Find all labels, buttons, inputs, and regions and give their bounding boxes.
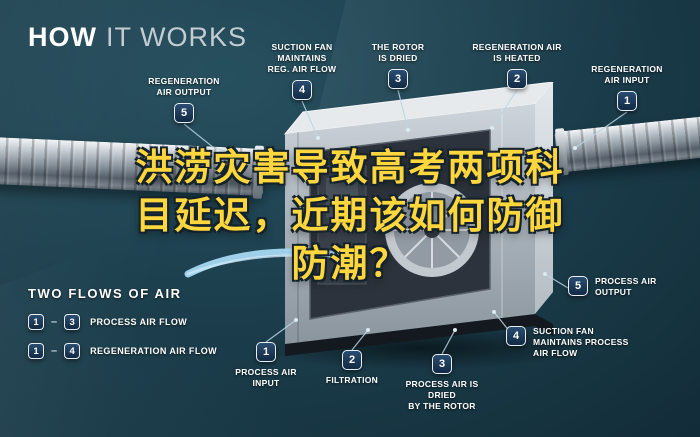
callout-label: THE ROTOR IS DRIED	[371, 42, 425, 64]
title-light: IT WORKS	[105, 22, 247, 52]
step-badge: 5	[174, 103, 194, 124]
step-badge: 3	[388, 69, 408, 90]
callout-suction-fan-reg: SUCTION FAN MAINTAINS REG. AIR FLOW 4	[252, 42, 352, 101]
range-dash: –	[51, 316, 58, 328]
callout-process-air-input: 1 PROCESS AIR INPUT	[228, 342, 304, 389]
callout-label: SUCTION FAN MAINTAINS PROCESS AIR FLOW	[533, 326, 629, 359]
title-bold: HOW	[28, 22, 97, 52]
step-badge: 4	[292, 80, 312, 101]
step-badge: 1	[256, 342, 276, 362]
step-badge: 4	[506, 326, 526, 346]
interior-vent	[326, 178, 358, 218]
callout-process-air-dried: 3 PROCESS AIR IS DRIED BY THE ROTOR	[392, 354, 492, 412]
callout-process-air-output: 5 PROCESS AIR OUTPUT	[568, 276, 688, 298]
callout-label: PROCESS AIR OUTPUT	[595, 276, 657, 298]
machine-end-panel	[535, 82, 553, 314]
callout-reg-air-heated: REGENERATION AIR IS HEATED 2	[462, 42, 572, 90]
step-badge: 2	[507, 69, 527, 90]
step-badge: 1	[617, 91, 637, 112]
legend-row-process: 1 – 3 PROCESS AIR FLOW	[28, 314, 217, 330]
callout-filtration: 2 FILTRATION	[316, 350, 388, 386]
step-badge: 1	[28, 314, 44, 330]
callout-label: REGENERATION AIR OUTPUT	[148, 76, 220, 98]
title-how-it-works: HOW IT WORKS	[28, 22, 247, 53]
callout-label: PROCESS AIR INPUT	[235, 367, 297, 389]
two-flows-legend: TWO FLOWS OF AIR 1 – 3 PROCESS AIR FLOW …	[28, 286, 217, 372]
step-badge: 4	[64, 343, 81, 359]
legend-label: PROCESS AIR FLOW	[90, 317, 188, 327]
dehumidifier-unit-illustration	[283, 82, 554, 356]
machine-top-panel	[283, 82, 554, 135]
callout-rotor-dried: THE ROTOR IS DRIED 3	[352, 42, 444, 90]
step-badge: 1	[28, 343, 44, 359]
callout-label: PROCESS AIR IS DRIED BY THE ROTOR	[405, 379, 479, 412]
legend-label: REGENERATION AIR FLOW	[90, 346, 218, 356]
step-badge: 3	[432, 354, 452, 374]
callout-label: SUCTION FAN MAINTAINS REG. AIR FLOW	[267, 42, 337, 75]
callout-label: REGENERATION AIR INPUT	[591, 64, 663, 86]
air-duct-right	[554, 116, 700, 173]
callout-reg-air-input: REGENERATION AIR INPUT 1	[572, 64, 682, 112]
step-badge: 2	[342, 350, 362, 370]
step-badge: 5	[568, 276, 588, 296]
legend-row-regeneration: 1 – 4 REGENERATION AIR FLOW	[28, 343, 217, 359]
callout-label: REGENERATION AIR IS HEATED	[472, 42, 562, 64]
callout-label: FILTRATION	[325, 375, 379, 385]
callout-regeneration-air-output: REGENERATION AIR OUTPUT 5	[130, 76, 238, 124]
callout-suction-fan-process: 4 SUCTION FAN MAINTAINS PROCESS AIR FLOW	[506, 326, 636, 359]
legend-heading: TWO FLOWS OF AIR	[28, 286, 182, 301]
rotor-hub	[424, 222, 440, 238]
step-badge: 3	[64, 314, 81, 330]
air-duct-left	[0, 137, 265, 196]
range-dash: –	[51, 345, 58, 357]
